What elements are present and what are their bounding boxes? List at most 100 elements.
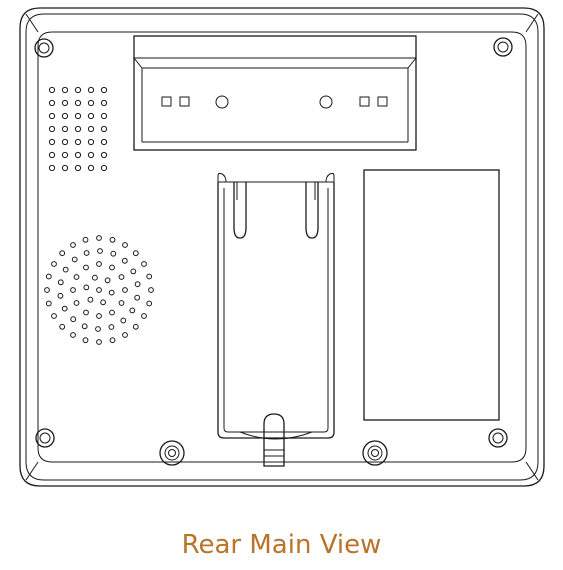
vent-hole [48, 86, 56, 94]
speaker-hole [96, 339, 102, 345]
label-area [363, 169, 500, 421]
speaker-hole [59, 323, 66, 330]
speaker-hole [132, 323, 139, 330]
speaker-hole [59, 250, 66, 257]
speaker-hole [82, 337, 89, 344]
speaker-hole [96, 235, 102, 241]
vent-hole [100, 138, 108, 146]
speaker-hole [110, 250, 117, 257]
vent-hole [87, 112, 95, 120]
speaker-hole [146, 300, 153, 307]
vent-hole [48, 125, 56, 133]
speaker-hole [108, 289, 115, 296]
speaker-hole [62, 266, 69, 273]
speaker-hole [141, 313, 147, 319]
speaker-hole [141, 261, 147, 267]
stand-slot-right [305, 182, 319, 239]
vent-grille [48, 86, 108, 172]
speaker-hole [92, 274, 98, 281]
speaker-hole [120, 317, 127, 324]
speaker-hole [70, 287, 76, 293]
speaker-hole [122, 242, 128, 248]
stand-slot-left [233, 182, 247, 239]
vent-hole [74, 86, 82, 94]
speaker-hole [130, 268, 137, 275]
corner-screw-top-left [34, 38, 54, 58]
vent-hole [61, 112, 69, 120]
corner-screw-bottom-left [35, 428, 55, 448]
housing-outline [19, 7, 545, 487]
stand-latch [263, 413, 285, 467]
vent-hole [100, 151, 108, 159]
speaker-hole [148, 287, 154, 293]
speaker-hole [97, 248, 103, 254]
vent-hole [61, 151, 69, 159]
speaker-hole [104, 277, 111, 284]
vent-hole [100, 86, 108, 94]
vent-hole [74, 151, 82, 159]
speaker-hole [70, 332, 76, 338]
vent-hole [87, 151, 95, 159]
speaker-hole [134, 281, 141, 288]
vent-hole [48, 138, 56, 146]
mount-stand [217, 172, 335, 467]
bracket-left-indicators [161, 95, 229, 109]
bottom-screw-right [362, 440, 388, 466]
speaker-hole [109, 264, 115, 271]
top-bracket [133, 35, 417, 151]
speaker-hole [83, 284, 90, 291]
speaker-hole [122, 287, 128, 293]
speaker-hole [83, 250, 90, 256]
speaker-hole [87, 296, 94, 303]
vent-hole [100, 112, 108, 120]
speaker-hole [61, 305, 68, 312]
speaker-hole [96, 287, 102, 293]
speaker-hole [96, 313, 102, 319]
speaker-hole [82, 236, 89, 243]
view-caption: Rear Main View [181, 530, 382, 560]
speaker-hole [122, 332, 128, 338]
vent-hole [87, 164, 95, 172]
bottom-screw-left [159, 440, 185, 466]
speaker-hole [73, 274, 80, 280]
vent-hole [61, 99, 69, 107]
vent-hole [74, 138, 82, 146]
vent-hole [100, 99, 108, 107]
speaker-hole [100, 299, 106, 306]
vent-hole [74, 99, 82, 107]
speaker-hole [129, 307, 136, 314]
speaker-hole [51, 313, 57, 319]
speaker-hole [57, 292, 64, 299]
speaker-hole [70, 242, 76, 248]
speaker-hole [45, 300, 52, 307]
speaker-hole [57, 279, 64, 286]
vent-hole [48, 164, 56, 172]
speaker-hole [71, 256, 78, 263]
speaker-hole [83, 309, 89, 316]
speaker-hole [108, 324, 115, 330]
speaker-hole [51, 261, 57, 267]
bracket-right-indicators [319, 95, 388, 109]
vent-hole [74, 164, 82, 172]
speaker-hole [44, 287, 50, 293]
vent-hole [48, 99, 56, 107]
vent-hole [61, 164, 69, 172]
speaker-hole [81, 323, 88, 330]
speaker-hole [45, 273, 52, 280]
speaker-hole [118, 274, 125, 280]
speaker-hole [70, 316, 77, 323]
vent-hole [87, 86, 95, 94]
speaker-hole [118, 300, 125, 306]
speaker-grille [44, 235, 154, 345]
vent-hole [61, 138, 69, 146]
vent-hole [61, 125, 69, 133]
vent-hole [87, 125, 95, 133]
speaker-hole [121, 257, 128, 264]
vent-hole [87, 99, 95, 107]
speaker-hole [132, 250, 139, 257]
vent-hole [74, 125, 82, 133]
vent-hole [61, 86, 69, 94]
vent-hole [100, 125, 108, 133]
speaker-hole [109, 309, 115, 316]
speaker-hole [95, 326, 101, 332]
